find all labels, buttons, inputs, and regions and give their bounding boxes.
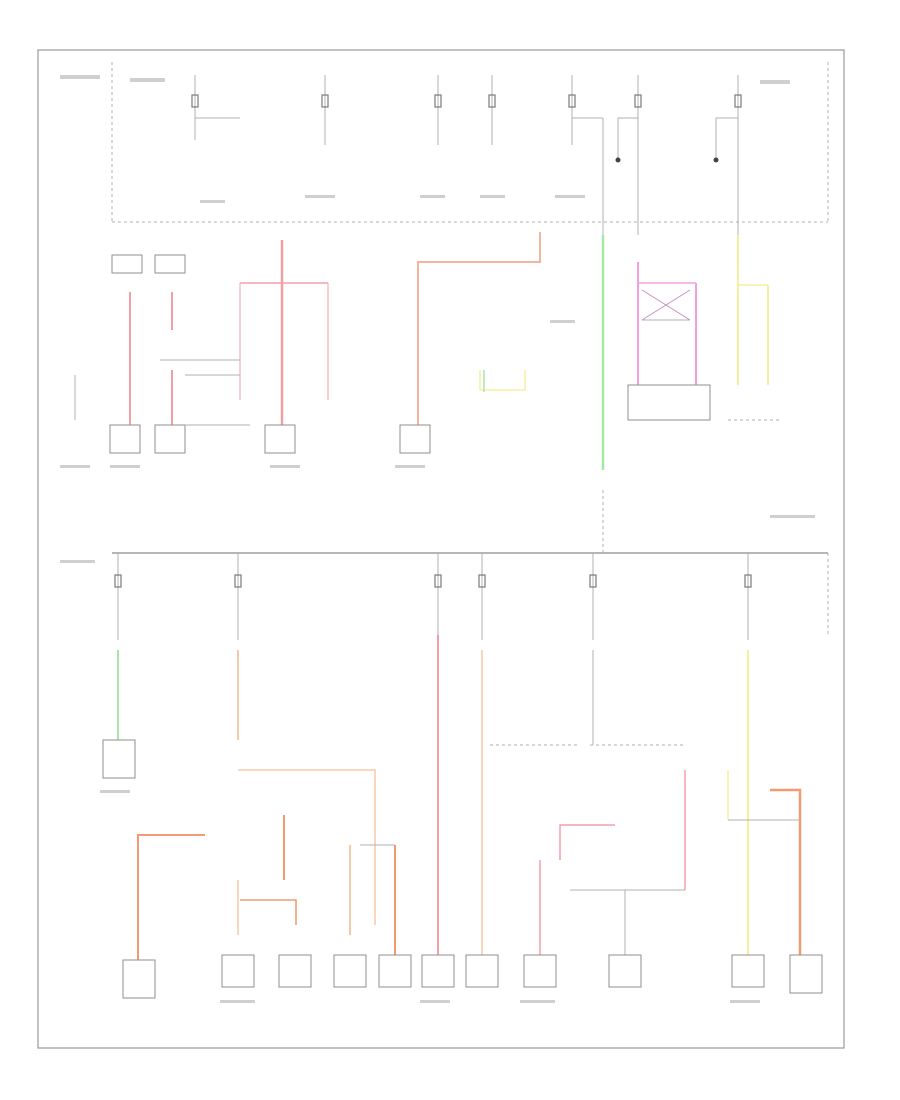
lower-power-bus <box>112 490 829 640</box>
component-5 <box>102 739 136 779</box>
component-1 <box>109 424 141 454</box>
component-2 <box>154 424 186 454</box>
component-14 <box>608 954 642 988</box>
component-9 <box>333 954 367 988</box>
yellow-wire-1 <box>479 370 526 391</box>
component-3 <box>264 424 296 454</box>
orange-wire-1 <box>417 232 541 425</box>
fuse-feed-7 <box>713 75 742 235</box>
upper-mid-circuits <box>399 232 605 470</box>
component-16 <box>789 954 823 994</box>
faint-labels <box>60 75 815 1003</box>
fuse-feed-1 <box>191 75 240 140</box>
fuse-feed-4 <box>488 75 496 145</box>
component-12 <box>465 954 499 988</box>
component-6 <box>122 959 156 999</box>
fuse-feed-5 <box>568 75 604 235</box>
upper-right-circuits <box>627 235 780 421</box>
orange-wire-2 <box>137 834 205 960</box>
fuse-feed-2 <box>321 75 329 145</box>
component-4 <box>399 424 431 454</box>
component-11 <box>421 954 455 988</box>
component-8 <box>278 954 312 988</box>
switch-block-2 <box>154 254 186 274</box>
lower-fuse-feeds <box>114 553 752 640</box>
upper-left-circuits <box>74 240 329 454</box>
fuse-feed-3 <box>434 75 442 145</box>
lower-left-circuits <box>102 650 412 999</box>
module-1 <box>627 384 711 421</box>
diagram-frame <box>37 49 845 1049</box>
top-power-feeds <box>111 62 829 235</box>
component-15 <box>731 954 765 988</box>
component-13 <box>523 954 557 988</box>
switch-block-1 <box>111 254 143 274</box>
component-7 <box>221 954 255 988</box>
lower-right-circuits <box>570 650 823 994</box>
orange-wire-3 <box>770 788 802 955</box>
lower-mid-circuits <box>421 635 615 988</box>
fuse-feed-6 <box>615 75 642 235</box>
component-10 <box>378 954 412 988</box>
